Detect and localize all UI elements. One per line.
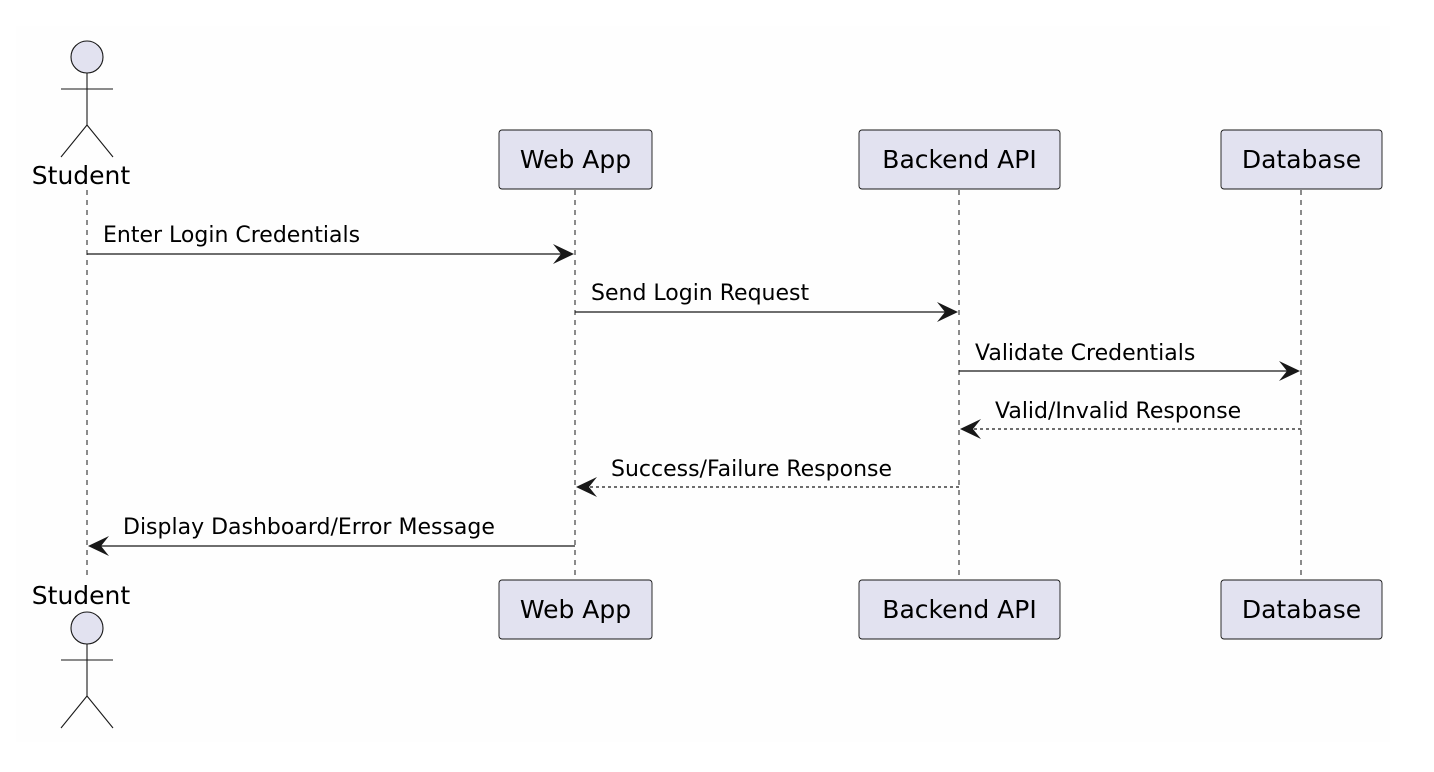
message-send-login-request: Send Login Request (575, 281, 958, 322)
participant-webapp-top: Web App (498, 129, 653, 190)
message-label: Send Login Request (591, 281, 809, 306)
participant-backend-top: Backend API (858, 129, 1061, 190)
arrow-left-icon (576, 477, 597, 497)
diagram-panel (16, 26, 1390, 742)
message-label: Valid/Invalid Response (995, 399, 1241, 424)
actor-head-icon (70, 611, 104, 645)
actor-head-icon (70, 40, 104, 74)
participant-backend-label-bottom: Backend API (882, 595, 1036, 624)
participant-database-label-top: Database (1242, 145, 1361, 174)
participant-database-top: Database (1220, 129, 1383, 190)
arrow-right-icon (553, 244, 574, 264)
message-validate-credentials: Validate Credentials (959, 341, 1300, 381)
message-enter-login-credentials: Enter Login Credentials (87, 223, 574, 264)
actor-student-label-bottom: Student (32, 581, 131, 610)
participant-database-bottom: Database (1220, 579, 1383, 640)
actor-student-top: Student (32, 40, 131, 190)
arrow-left-icon (88, 536, 109, 556)
message-display-dashboard-error: Display Dashboard/Error Message (88, 515, 575, 556)
message-label: Display Dashboard/Error Message (123, 515, 495, 540)
message-success-failure-response: Success/Failure Response (576, 457, 959, 497)
participant-backend-label-top: Backend API (882, 145, 1036, 174)
message-label: Validate Credentials (975, 341, 1195, 366)
arrow-right-icon (1279, 361, 1300, 381)
participant-backend-bottom: Backend API (858, 579, 1061, 640)
arrow-left-icon (960, 419, 981, 439)
actor-student-bottom: Student (32, 581, 131, 729)
participant-webapp-label-bottom: Web App (520, 595, 631, 624)
arrow-right-icon (937, 302, 958, 322)
participant-webapp-bottom: Web App (498, 579, 653, 640)
participant-database-label-bottom: Database (1242, 595, 1361, 624)
message-label: Enter Login Credentials (103, 223, 360, 248)
message-label: Success/Failure Response (611, 457, 892, 482)
participant-webapp-label-top: Web App (520, 145, 631, 174)
actor-student-label-top: Student (32, 161, 131, 190)
message-valid-invalid-response: Valid/Invalid Response (960, 399, 1301, 439)
